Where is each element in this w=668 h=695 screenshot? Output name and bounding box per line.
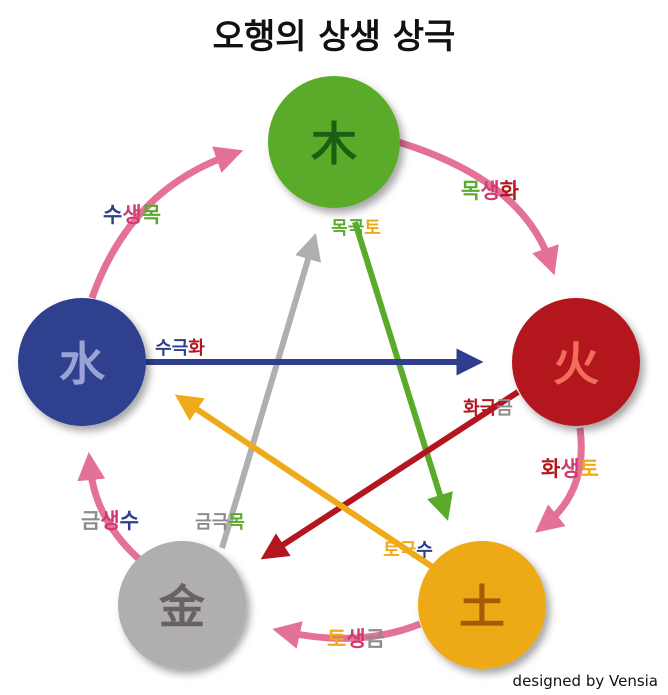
wood-char: 木 (311, 117, 357, 171)
controlling-arrow-fire-metal (260, 389, 520, 560)
controlling-arrow-metal-wood (219, 233, 322, 549)
credit-text: designed by Vensia (513, 672, 658, 690)
page-title: 오행의 상생 상극 (213, 17, 456, 57)
label-wood-earth: 목극토 (331, 218, 381, 239)
generating-arrow-earth-metal (272, 620, 422, 649)
label-earth-metal: 토생금 (327, 627, 385, 651)
label-water-wood: 수생목 (103, 203, 161, 227)
label-wood-fire: 목생화 (461, 179, 520, 203)
controlling-cycle (146, 221, 520, 571)
water-circle (18, 298, 146, 426)
label-metal-wood: 금극목 (195, 512, 245, 533)
label-fire-earth: 화생토 (541, 457, 599, 481)
fire-char: 火 (553, 337, 599, 391)
generating-arrow-water-wood (88, 146, 244, 300)
element-fire: 火 (512, 298, 640, 426)
generating-arrow-fire-earth (535, 427, 585, 533)
water-char: 水 (59, 337, 106, 391)
label-metal-water: 금생수 (81, 509, 139, 533)
element-earth: 土 (418, 541, 546, 669)
element-metal: 金 (118, 541, 246, 669)
earth-char: 土 (459, 580, 505, 634)
generating-arrow-wood-fire (396, 138, 559, 276)
label-earth-water: 토극수 (383, 540, 433, 561)
metal-char: 金 (158, 580, 206, 634)
earth-circle (418, 541, 546, 669)
metal-circle (118, 541, 246, 669)
controlling-arrow-earth-water (174, 394, 436, 571)
wood-circle (268, 76, 400, 208)
element-water: 水 (18, 298, 146, 426)
generating-arrow-metal-water (77, 452, 143, 563)
label-water-fire: 수극화 (155, 338, 205, 359)
fire-circle (512, 298, 640, 426)
element-wood: 木 (268, 76, 400, 208)
label-fire-metal: 화극금 (463, 398, 513, 419)
generating-cycle (77, 138, 585, 649)
